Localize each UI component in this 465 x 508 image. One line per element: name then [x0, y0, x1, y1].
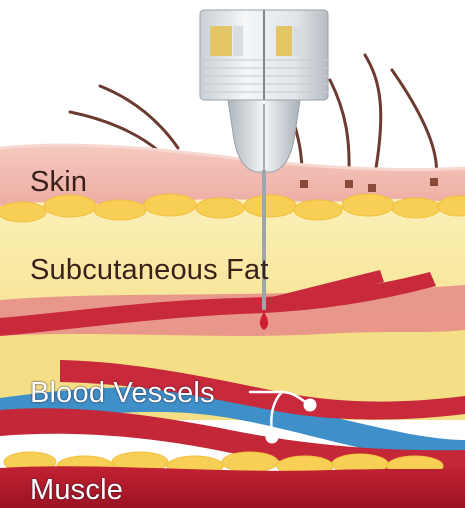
pen-window-right	[276, 26, 292, 56]
follicle	[368, 184, 376, 192]
follicle	[300, 180, 308, 188]
needle-shaft	[262, 170, 266, 310]
follicle	[345, 180, 353, 188]
pen-window-left	[210, 26, 232, 56]
muscle-label: Muscle	[30, 476, 123, 505]
pointer-dot-blue	[266, 431, 279, 444]
subcutaneous-fat-label: Subcutaneous Fat	[30, 256, 269, 285]
follicle	[430, 178, 438, 186]
skin-label: Skin	[30, 168, 87, 197]
pointer-dot-red	[304, 399, 317, 412]
blood-vessels-label: Blood Vessels	[30, 379, 215, 408]
